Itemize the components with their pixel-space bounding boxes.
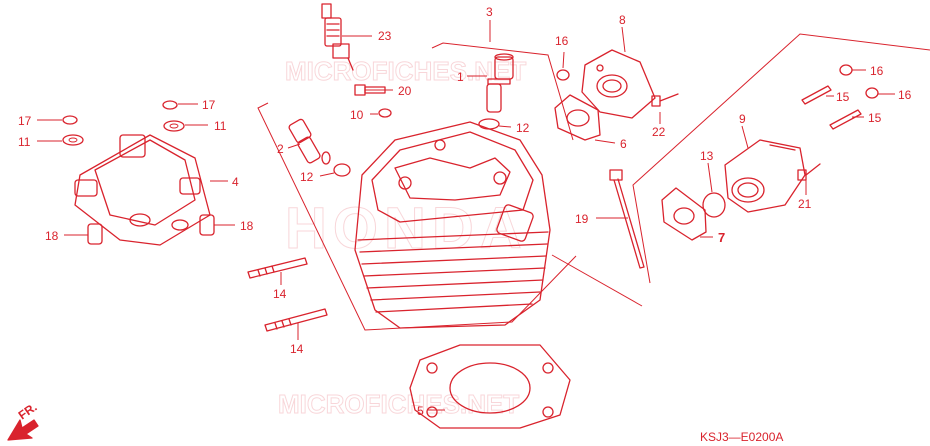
valve-group-outline [431,42,574,141]
callout-21: 21 [798,197,812,211]
callout-15b: 15 [868,111,882,125]
callout-2: 2 [277,142,284,156]
callout-12b: 12 [300,170,314,184]
bolt-22 [651,93,679,107]
bolt19-outline [551,254,643,307]
leader-lines [37,20,895,411]
callout-23: 23 [378,29,392,43]
watermark-top: MICROFICHES.NET [285,56,526,86]
callout-14b: 14 [290,342,304,356]
cylinder-head [354,121,551,329]
washer-11a-hole [68,137,78,143]
callout-11b: 11 [214,119,227,133]
callout-17a: 17 [18,114,32,128]
callout-4: 4 [232,175,239,189]
front-arrow-icon [7,419,39,441]
spark-plug [321,3,354,71]
washer-11b-hole [169,123,179,129]
callout-18a: 18 [45,229,59,243]
head-gasket [409,344,571,429]
callout-15a: 15 [836,90,850,104]
gasket-7 [661,187,707,241]
bolt-21 [797,163,821,181]
stud-15b [829,109,862,130]
stud-15a [801,85,832,105]
callout-1: 1 [457,70,464,84]
callout-18b: 18 [240,219,254,233]
callout-9: 9 [739,112,746,126]
callout-20: 20 [398,84,412,98]
o-ring-12a [478,118,500,130]
callout-16a: 16 [555,34,569,48]
intake-gasket-6 [554,94,601,141]
front-label: FR. [16,400,40,423]
nut-16b [839,64,853,76]
callout-6: 6 [620,137,627,151]
callout-11a: 11 [18,135,31,149]
stud-bolt-14a [247,257,308,279]
callout-16c: 16 [898,88,912,102]
callout-12a: 12 [516,121,530,135]
nut-17b [162,100,178,110]
stud-bolt-14b [264,308,328,332]
callout-3: 3 [486,5,493,19]
callout-17b: 17 [202,98,216,112]
callout-22: 22 [652,125,666,139]
dowel-pin-18a [87,223,103,245]
valve-guide-2 [288,118,331,165]
o-ring-12b [333,163,351,177]
head-group-outline [257,102,577,331]
washer-11b [163,120,185,132]
diagram-code: KSJ3—E0200A [700,430,783,444]
watermark-bottom: MICROFICHES.NET [278,389,519,419]
callout-8: 8 [619,13,626,27]
carburetor-joint [724,139,806,213]
callout-10: 10 [350,108,364,122]
callout-13: 13 [700,149,714,163]
dowel-pin-18b [199,214,215,236]
o-ring-13 [702,192,726,218]
nut-16a [556,69,570,81]
intake-group-outline [632,33,930,284]
rocker-holder [74,134,211,246]
valve-guide-1 [486,53,514,113]
bolt-19 [609,169,645,269]
washer-10 [378,108,392,118]
intake-insulator [581,49,656,119]
callout-19: 19 [575,212,589,226]
nut-17a [62,115,78,125]
callout-7: 7 [718,230,725,245]
washer-11a [62,134,84,146]
front-direction-marker: FR. [7,400,40,441]
nut-16c [865,87,879,99]
callout-16b: 16 [870,64,884,78]
callout-5: 5 [417,404,424,418]
watermark-center: HONDA [285,196,528,261]
callout-14a: 14 [273,287,287,301]
